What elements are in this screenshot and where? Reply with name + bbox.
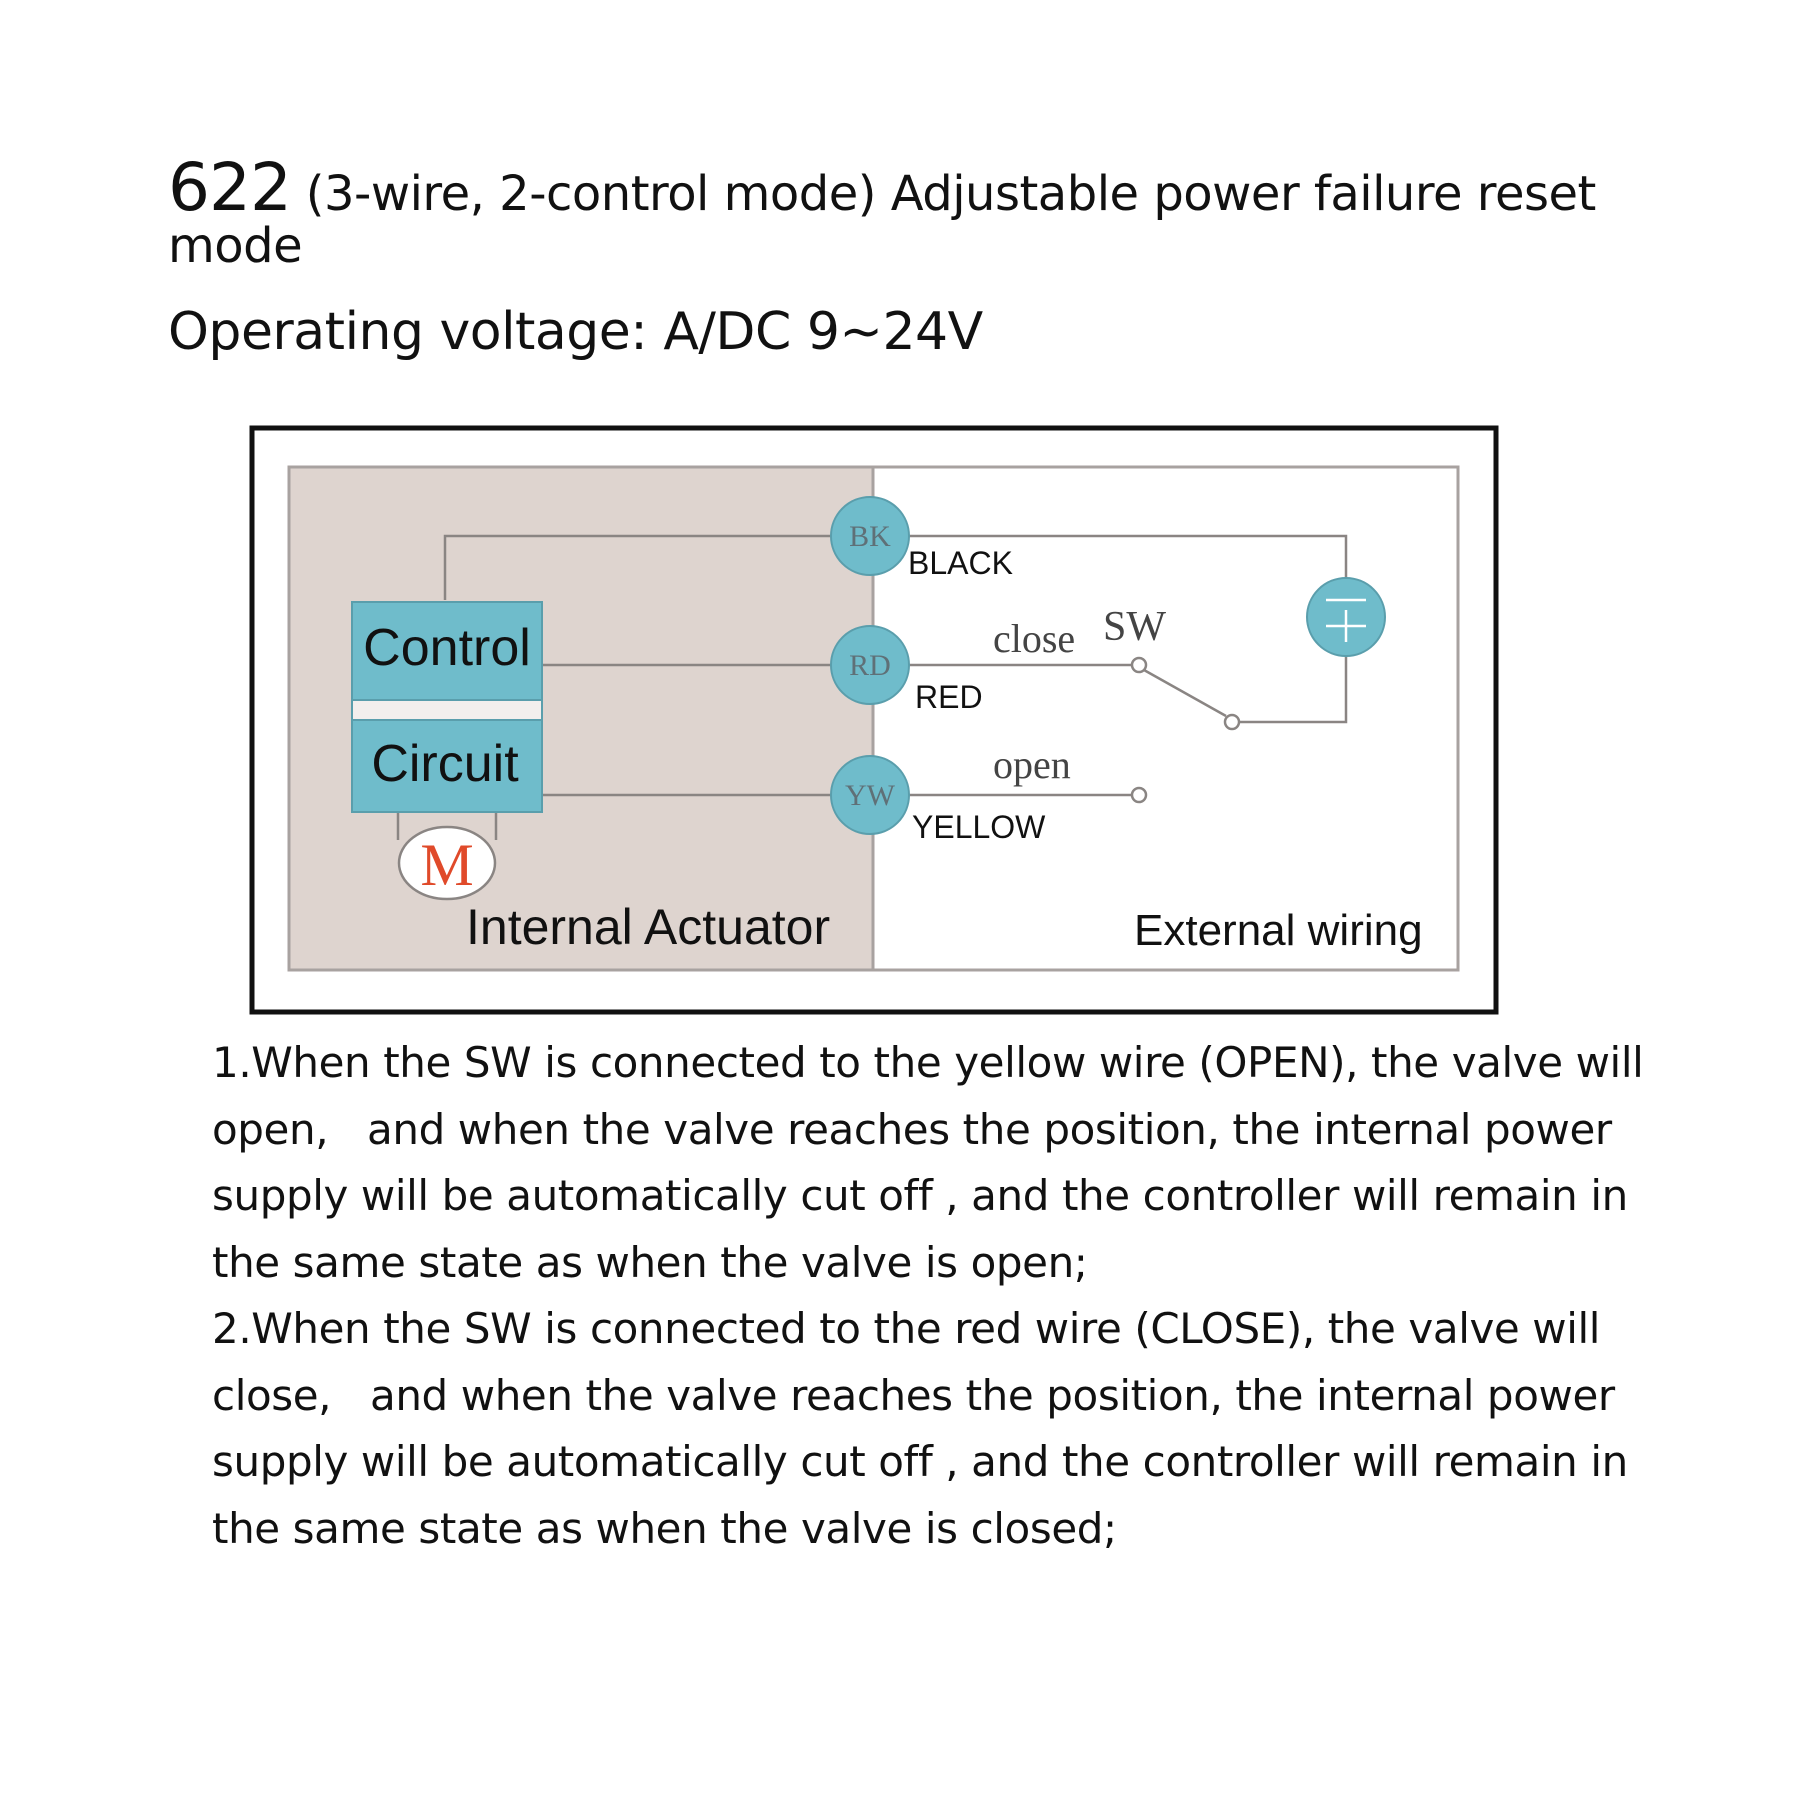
open-label: open (993, 742, 1071, 787)
rd-terminal (830, 625, 910, 705)
instruction-notes: 1.When the SW is connected to the yellow… (212, 1030, 1652, 1562)
motor-leads (396, 812, 498, 840)
close-label: close (993, 616, 1075, 661)
operating-voltage: Operating voltage: A/DC 9~24V (168, 302, 983, 362)
internal-actuator-label: Internal Actuator (466, 899, 830, 955)
external-wiring-label: External wiring (1134, 906, 1423, 955)
rd-terminal-label: RD (849, 649, 891, 682)
black-wire-label: BLACK (908, 545, 1013, 581)
note-close: 2.When the SW is connected to the red wi… (212, 1304, 1641, 1553)
block-gap (351, 699, 543, 721)
note-open: 1.When the SW is connected to the yellow… (212, 1038, 1657, 1287)
external-wiring-panel (873, 467, 1458, 970)
red-wire-label: RED (915, 679, 983, 715)
motor-label: M (420, 832, 473, 898)
yw-terminal (830, 755, 910, 835)
bk-terminal (830, 496, 910, 576)
sw-label: SW (1103, 604, 1166, 650)
circuit-label: Circuit (371, 735, 519, 793)
switch-lever (1143, 668, 1227, 718)
model-number: 622 (168, 149, 292, 226)
page-title: 622 (3-wire, 2-control mode) Adjustable … (168, 155, 1648, 274)
title-text: (3-wire, 2-control mode) Adjustable powe… (168, 166, 1596, 274)
yw-terminal-label: YW (845, 779, 896, 812)
circuit-block (351, 719, 543, 813)
power-return-wire (1232, 640, 1348, 724)
power-polarity-icon (1326, 598, 1366, 642)
open-contact (1130, 786, 1148, 804)
close-contact (1130, 656, 1148, 674)
yellow-wire-label: YELLOW (912, 809, 1046, 845)
switch-pivot (1223, 713, 1241, 731)
bk-terminal-label: BK (849, 520, 891, 553)
motor-symbol (397, 825, 497, 901)
control-label: Control (363, 619, 531, 677)
